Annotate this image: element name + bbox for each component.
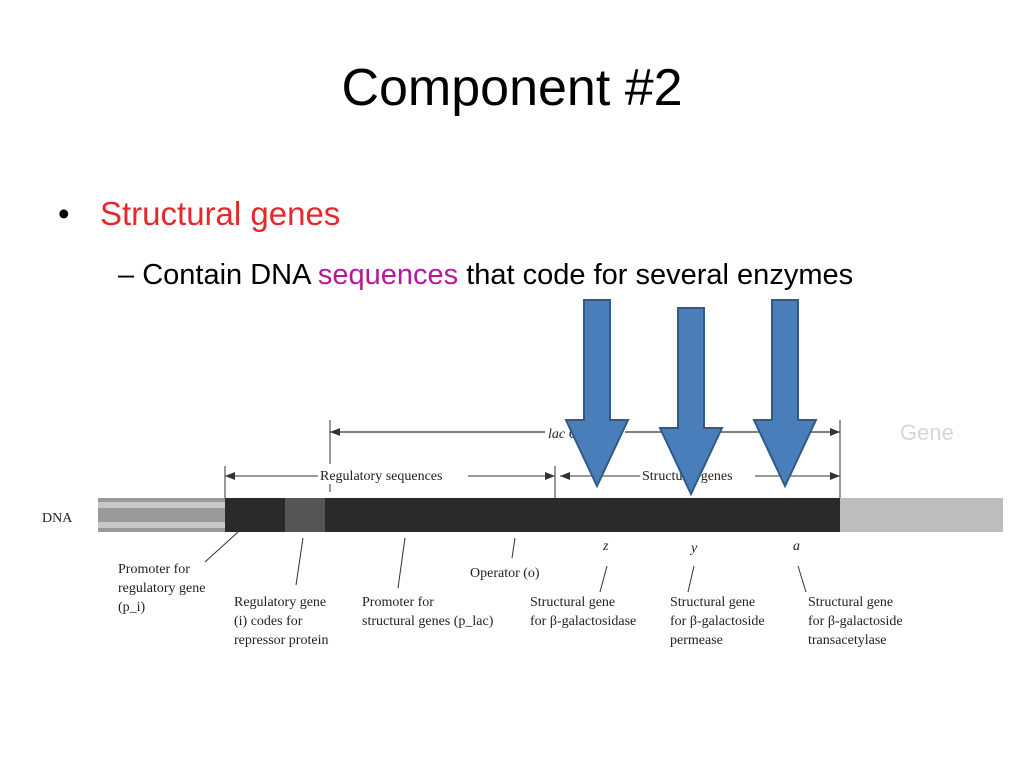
label-struct-a-line-1: Structural gene [808, 595, 893, 610]
dna-downstream [840, 498, 1003, 532]
gene-z: z [602, 539, 609, 554]
label-regulatory-gene-line-1: Regulatory gene [234, 595, 326, 610]
regulatory-label: Regulatory sequences [320, 469, 442, 484]
down-arrow-y [658, 307, 724, 497]
label-promoter-struct-line-1: Promoter for [362, 595, 434, 610]
down-arrow-z [564, 299, 630, 489]
label-struct-z-line-2: for β-galactosidase [530, 614, 636, 629]
pointer-regulatory-gene [295, 537, 304, 586]
label-regulatory-gene: Regulatory gene (i) codes for repressor … [234, 595, 330, 648]
gene-y: y [689, 541, 698, 556]
structural-arrowhead-right [830, 472, 840, 480]
label-struct-a-line-2: for β-galactoside [808, 614, 903, 629]
regulatory-arrowhead-right [545, 472, 555, 480]
dna-label: DNA [42, 511, 73, 526]
pointer-a [797, 565, 807, 593]
sub-bullet-highlight: sequences [317, 259, 459, 291]
label-struct-a-line-3: transacetylase [808, 633, 887, 648]
bleed-text: Gene [900, 420, 954, 445]
operon-region [225, 498, 840, 532]
sub-bullet-dash: – [118, 259, 135, 291]
label-promoter-struct: Promoter for structural genes (p_lac) [362, 595, 494, 629]
bullet-structural-genes: • Structural genes [58, 192, 340, 236]
label-struct-z-line-1: Structural gene [530, 595, 615, 610]
bullet-text: Structural genes [100, 195, 341, 232]
label-struct-y-line-3: permease [670, 633, 723, 648]
operon-arrowhead-right [830, 428, 840, 436]
sub-bullet-prefix: Contain DNA [142, 259, 318, 291]
sub-bullet-suffix: that code for several enzymes [458, 259, 854, 291]
label-struct-z: Structural gene for β-galactosidase [530, 595, 636, 629]
label-operator: Operator (o) [470, 566, 540, 581]
bullet-marker: • [58, 195, 70, 232]
sub-bullet: – Contain DNA sequences that code for se… [118, 252, 898, 298]
regulatory-arrowhead-left [225, 472, 235, 480]
regulatory-label-bg [318, 464, 468, 484]
label-promoter-struct-line-2: structural genes (p_lac) [362, 614, 494, 629]
gene-a: a [793, 539, 800, 554]
label-struct-a: Structural gene for β-galactoside transa… [808, 595, 906, 648]
down-arrow-a [752, 299, 818, 489]
label-promoter-reg-line-1: Promoter for [118, 562, 190, 577]
structural-arrowhead-left [560, 472, 570, 480]
label-promoter-reg-line-3: (p_i) [118, 600, 146, 615]
pointer-operator [511, 537, 516, 559]
operon-arrowhead-left [330, 428, 340, 436]
pointer-promoter-reg [204, 531, 239, 563]
label-promoter-reg: Promoter for regulatory gene (p_i) [118, 562, 209, 615]
label-struct-y-line-1: Structural gene [670, 595, 755, 610]
label-regulatory-gene-line-2: (i) codes for [234, 614, 303, 629]
label-struct-y: Structural gene for β-galactoside permea… [670, 595, 768, 648]
slide-title: Component #2 [341, 59, 683, 117]
pointer-promoter-struct [397, 537, 406, 589]
label-regulatory-gene-line-3: repressor protein [234, 633, 328, 648]
label-promoter-reg-line-2: regulatory gene [118, 581, 205, 596]
regulatory-gene-region [285, 498, 325, 532]
pointer-y [687, 565, 695, 593]
pointer-z [599, 565, 608, 593]
label-struct-y-line-2: for β-galactoside [670, 614, 765, 629]
